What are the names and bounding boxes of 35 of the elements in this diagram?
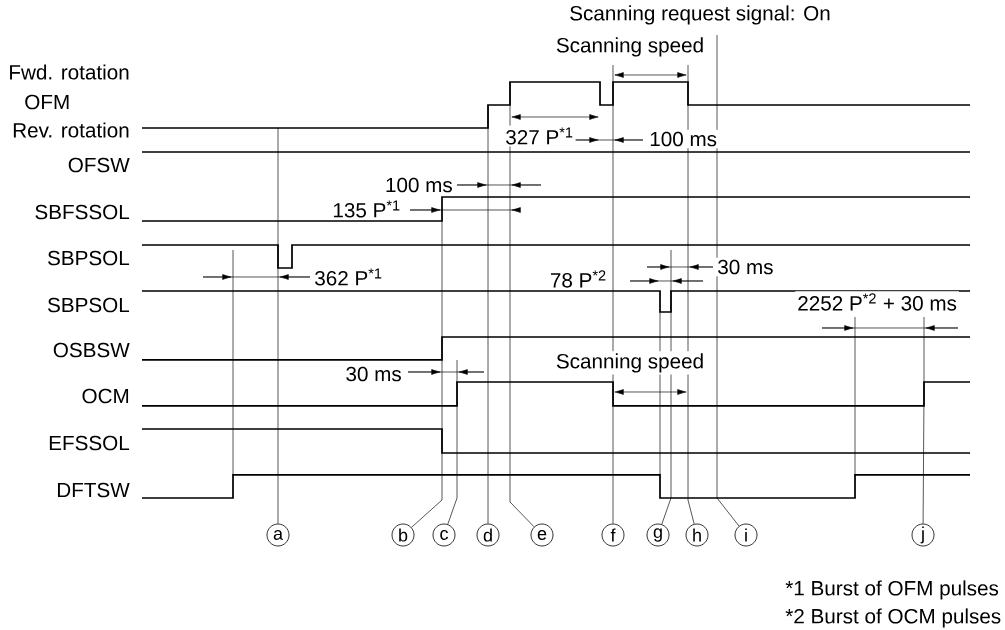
dimension-label: 362 P$^{*1}$: [312, 266, 385, 288]
leader-line: [716, 34, 740, 527]
dimension-label: 30 ms: [715, 257, 776, 277]
signal-name: SBPSOL: [45, 295, 132, 315]
leader-line: [411, 220, 443, 528]
leader-line: [687, 89, 695, 525]
leader-line: [612, 89, 614, 524]
leader-line: [922, 389, 925, 524]
signal-name: EFSSOL: [46, 433, 132, 453]
signal-name: DFTSW: [54, 480, 132, 500]
leader-line: [509, 81, 535, 528]
footnote: *1 Burst of OFM pulses: [783, 578, 1001, 602]
annotation: Scanning speed: [553, 35, 707, 59]
signal-name: SBPSOL: [45, 248, 132, 268]
leader-line: [661, 249, 672, 525]
dimension-label: 327 P$^{*1}$: [503, 125, 576, 147]
dimension-label: 78 P$^{*2}$: [547, 268, 609, 290]
leader-line: [277, 127, 279, 524]
signal-name: Rev. rotation: [10, 120, 132, 140]
signal-name: OSBSW: [50, 340, 132, 360]
footnote: *2 Burst of OCM pulses: [783, 606, 1004, 630]
signal-name: SBFSSOL: [32, 202, 132, 222]
leader-line: [487, 104, 489, 524]
dimension-label: 100 ms: [382, 175, 455, 195]
dimension-label: 135 P$^{*1}$: [330, 198, 403, 220]
annotation: Scanning request signal: On: [567, 3, 833, 27]
dimension-label: 2252 P$^{*2}$ + 30 ms: [795, 291, 959, 313]
leader-line: [447, 359, 458, 525]
signal-name: Fwd. rotation: [6, 62, 132, 82]
signal-name: OFM: [22, 92, 73, 112]
annotation: Scanning speed: [553, 351, 707, 375]
dimension-label: 30 ms: [343, 364, 404, 384]
signal-name: OFSW: [65, 155, 132, 175]
dimension-label: 100 ms: [647, 129, 720, 149]
signal-name: OCM: [79, 386, 132, 406]
